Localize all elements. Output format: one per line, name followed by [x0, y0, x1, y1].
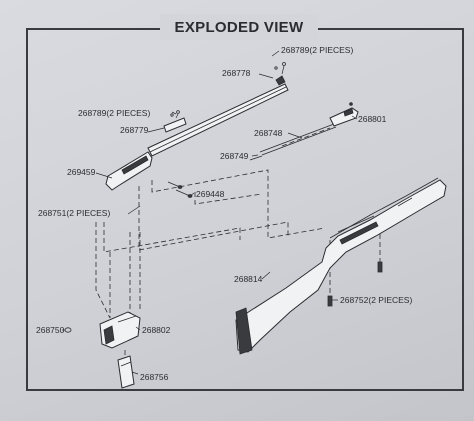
label-268751: 268751(2 PIECES): [38, 208, 110, 218]
rifle-stock: [235, 177, 447, 355]
label-268789-top: 268789(2 PIECES): [281, 45, 353, 55]
label-268778: 268778: [222, 68, 251, 78]
label-268756: 268756: [140, 372, 169, 382]
label-268801: 268801: [358, 114, 387, 124]
diagram-title: EXPLODED VIEW: [174, 18, 304, 36]
label-268752: 268752(2 PIECES): [340, 295, 412, 305]
label-268779: 268779: [120, 125, 149, 135]
barrel: [147, 83, 289, 157]
receiver: [105, 151, 153, 191]
trigger-guard: [99, 311, 141, 349]
spring-rod: [249, 123, 337, 161]
magazine: [117, 355, 135, 389]
small-pin-268750: [64, 327, 72, 333]
title-box: EXPLODED VIEW: [160, 14, 318, 40]
label-269459: 269459: [67, 167, 96, 177]
part-labels: 268789(2 PIECES) 268778 268789(2 PIECES)…: [36, 45, 412, 382]
label-268789-left: 268789(2 PIECES): [78, 108, 150, 118]
rear-sight: [163, 110, 187, 133]
bolt-handle: [329, 102, 359, 127]
front-sight: [274, 62, 286, 86]
label-268750: 268750: [36, 325, 65, 335]
label-268748: 268748: [254, 128, 283, 138]
label-268814: 268814: [234, 274, 263, 284]
label-269448: 269448: [196, 189, 225, 199]
screws-269448: [167, 181, 193, 198]
label-268802: 268802: [142, 325, 171, 335]
stock-screws: [327, 261, 383, 307]
leader-lines: [62, 50, 358, 375]
label-268749: 268749: [220, 151, 249, 161]
